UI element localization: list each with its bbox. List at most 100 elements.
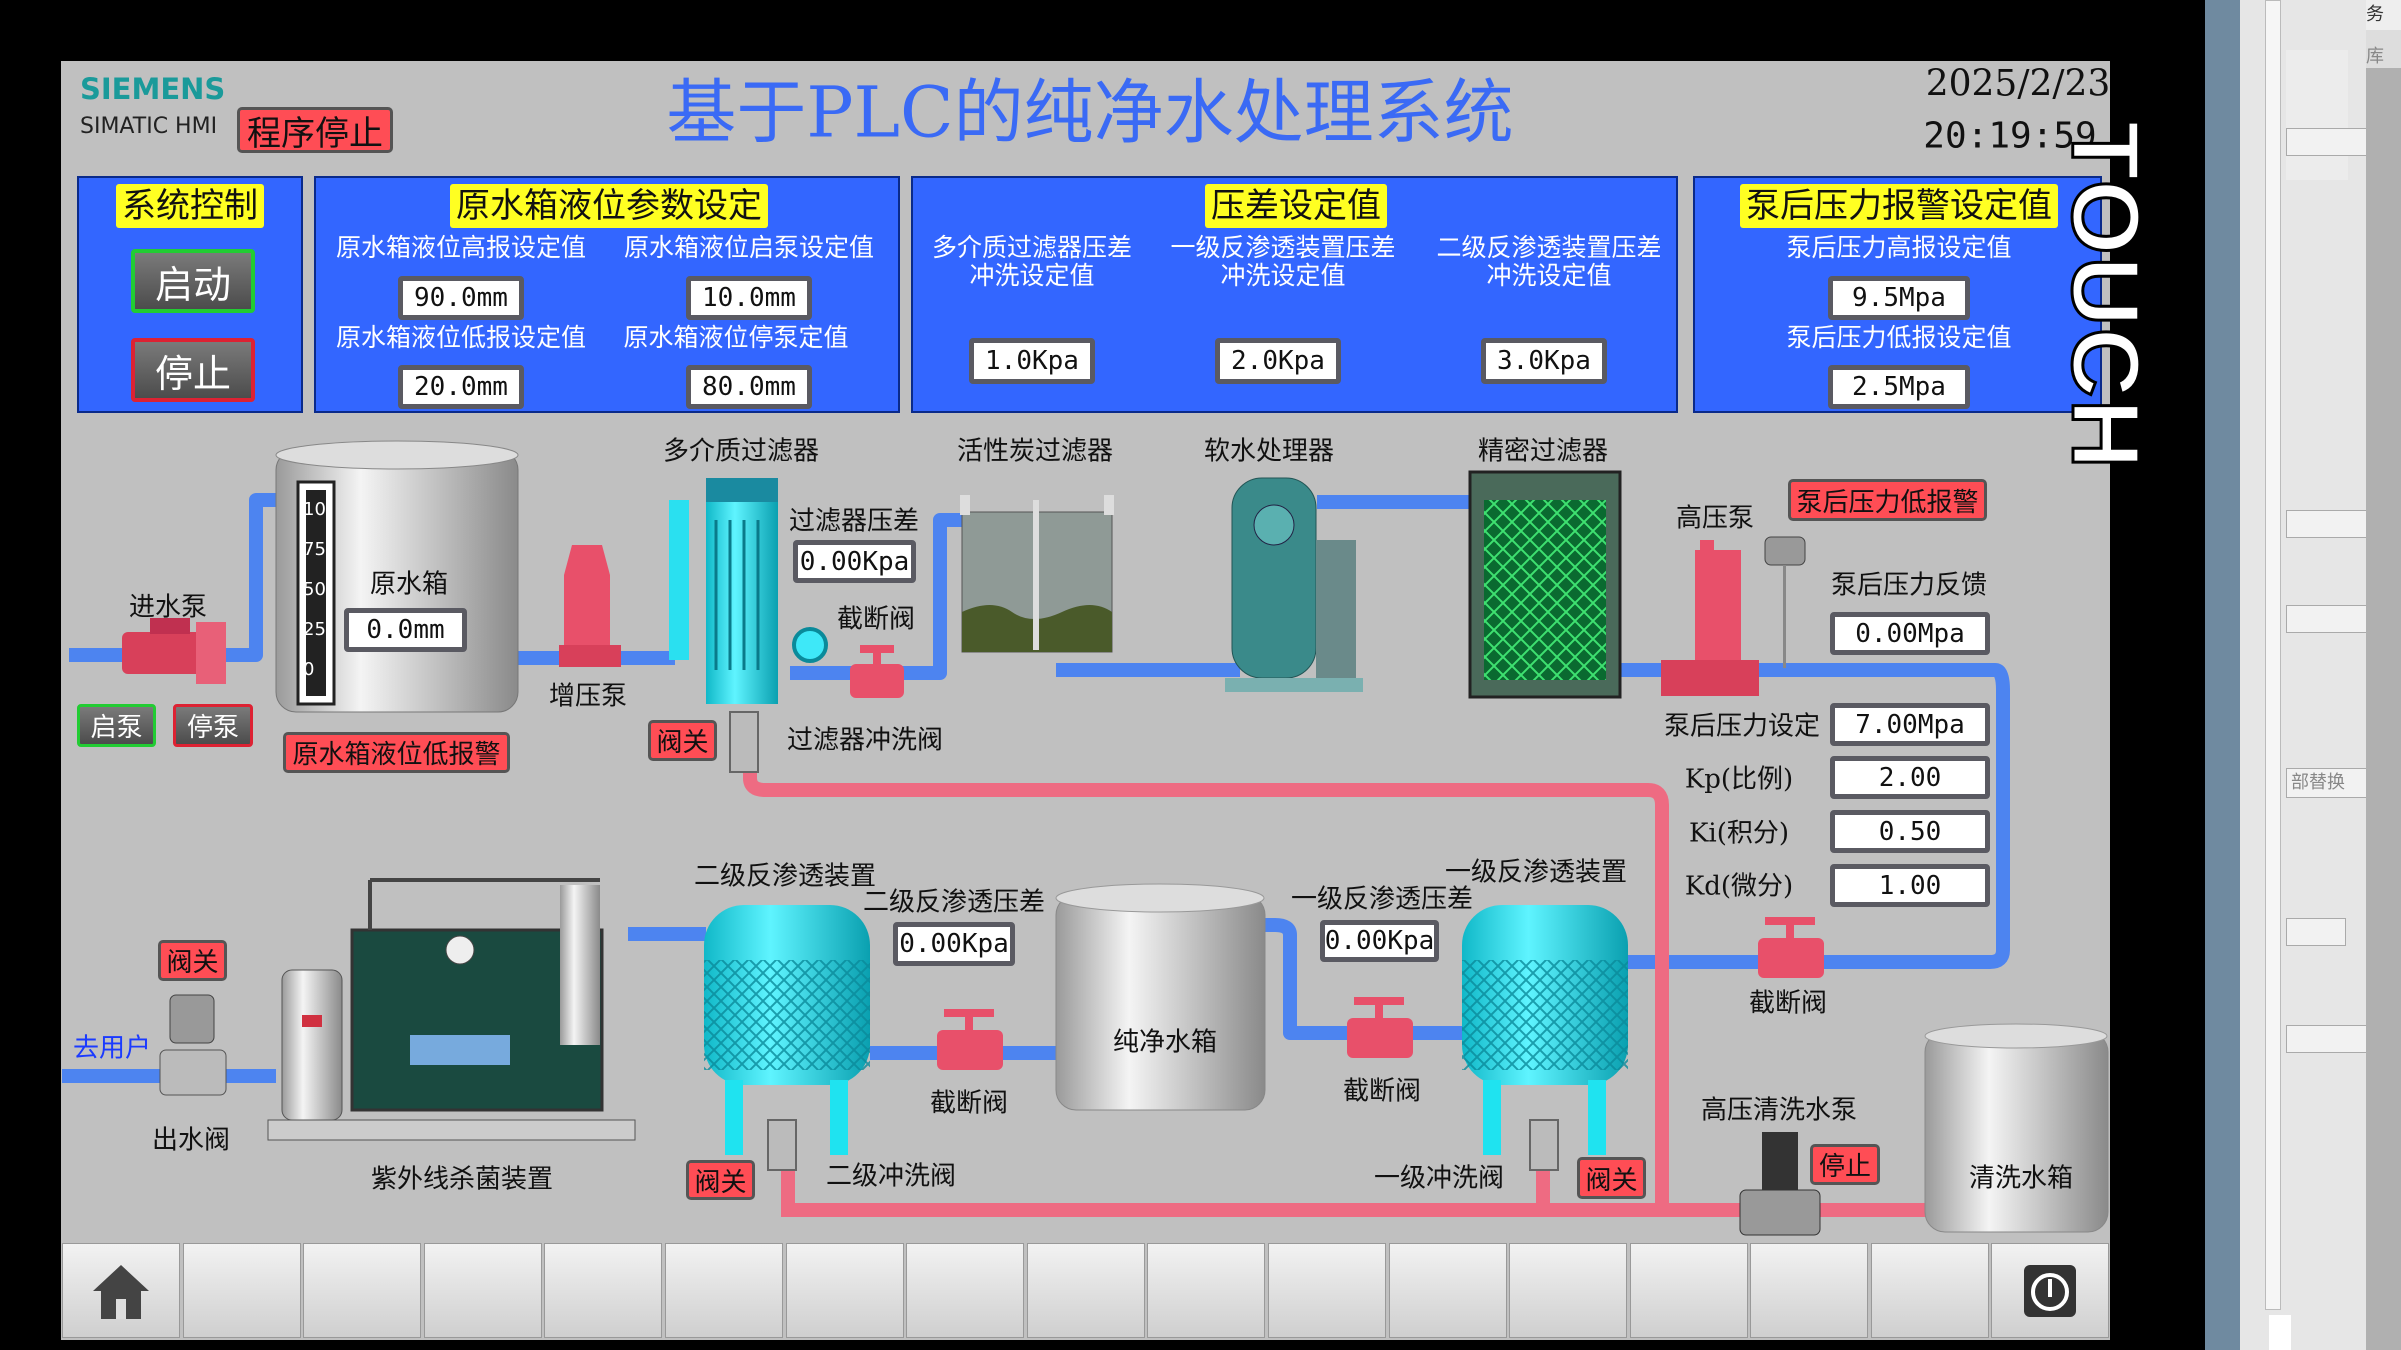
wash-pump-status[interactable]: 停止 [1810,1144,1880,1185]
ro2-dp-display: 0.00Kpa [893,922,1015,966]
low-pressure-label: 泵后压力低报设定值 [1786,323,2012,352]
nav-button[interactable] [1026,1243,1145,1338]
pressure-set-input[interactable]: 7.00Mpa [1830,703,1990,746]
gauge-tick: 0 [303,659,315,680]
stop-pump-button[interactable]: 停泵 [173,704,253,747]
multi-filter-dp-input[interactable]: 1.0Kpa [969,338,1095,384]
raw-tank-low-alarm: 原水箱液位低报警 [283,732,510,773]
nav-button[interactable] [665,1243,783,1338]
pressure-feedback-display: 0.00Mpa [1830,612,1990,655]
shutoff-valve-label: 截断阀 [836,604,916,635]
filter-flush-valve-icon [729,711,759,773]
pump-low-pressure-alarm: 泵后压力低报警 [1788,479,1987,521]
filter-flush-valve-status[interactable]: 阀关 [648,720,717,761]
ro1-flush-valve-icon [1529,1119,1559,1171]
filter-flush-valve-label: 过滤器冲洗阀 [786,725,944,756]
stop-button[interactable]: 停止 [131,338,255,402]
side-tab-tasks[interactable]: 务 [2366,0,2401,30]
ro2-label: 二级反渗透装置 [693,861,877,892]
gauge-tick: 50 [303,579,326,600]
activated-carbon-filter [960,495,1114,653]
wash-pump-label: 高压清洗水泵 [1700,1095,1858,1126]
nav-button[interactable] [1268,1243,1386,1338]
ro1-flush-valve-status[interactable]: 阀关 [1577,1157,1646,1199]
date-display: 2025/2/23 [1925,63,2111,105]
touch-label: TOUCH [2051,120,2161,473]
kd-input[interactable]: 1.00 [1830,864,1990,907]
wash-pump-icon [1739,1132,1821,1236]
dp-label: 冲洗设定值 [1486,261,1612,290]
valve-icon [1347,997,1413,1058]
kp-input[interactable]: 2.00 [1830,756,1990,799]
start-pump-button[interactable]: 启泵 [77,704,156,747]
ro2-flush-valve-icon [767,1119,797,1171]
water-softener [1225,477,1363,692]
scroll-corner [2269,1315,2291,1350]
nav-button[interactable] [544,1243,663,1338]
multi-filter-label: 多介质过滤器 [662,436,820,467]
nav-button[interactable] [785,1243,904,1338]
power-button[interactable] [1991,1243,2109,1338]
ro2-dp-label: 二级反渗透压差 [862,887,1046,918]
hp-pump-loop-pipe [1620,663,2010,969]
nav-button[interactable] [303,1243,422,1338]
ki-input[interactable]: 0.50 [1830,810,1990,853]
valve-icon [937,1009,1003,1070]
ro1-dp-display: 0.00Kpa [1320,920,1439,962]
nav-button[interactable] [182,1243,301,1338]
high-alarm-input[interactable]: 90.0mm [398,276,524,320]
ro1-unit [1462,905,1628,1155]
gauge-tick: 75 [303,539,326,560]
multi-media-filter [669,478,828,704]
ro1-dp-input[interactable]: 2.0Kpa [1215,338,1341,384]
carbon-filter-label: 活性炭过滤器 [956,436,1114,467]
nav-button[interactable] [1147,1243,1266,1338]
nav-button[interactable] [1629,1243,1748,1338]
ro2-flush-valve-status[interactable]: 阀关 [686,1160,755,1200]
uv-sterilizer [267,878,636,1141]
nav-button[interactable] [906,1243,1025,1338]
ro1-dp-label: 一级反渗透压差 [1290,884,1474,915]
side-tab-library[interactable]: 库 [2366,30,2401,68]
pressure-transmitter-icon [1764,536,1806,668]
low-pressure-input[interactable]: 2.5Mpa [1828,365,1970,409]
dropdown[interactable] [2286,50,2348,180]
raw-tank-level-display: 0.0mm [344,608,467,652]
nav-button[interactable] [1509,1243,1628,1338]
high-pressure-label: 泵后压力高报设定值 [1786,233,2012,262]
nav-button[interactable] [1388,1243,1507,1338]
siemens-logo: SIEMENS [80,72,226,106]
touch-frame: TOUCH [2051,61,2205,1350]
start-button[interactable]: 启动 [131,249,255,313]
ro1-to-pure-pipe [1262,918,1462,1040]
pump-stop-label: 原水箱液位停泵定值 [623,323,849,352]
pressure-feedback-label: 泵后压力反馈 [1830,570,1988,601]
panel-title: 压差设定值 [1205,184,1387,228]
home-button[interactable] [62,1243,180,1338]
shutoff-valve-label: 截断阀 [929,1088,1009,1119]
home-icon [93,1264,149,1319]
high-pressure-input[interactable]: 9.5Mpa [1828,276,1970,320]
panel-title: 系统控制 [116,184,264,228]
ro1-label: 一级反渗透装置 [1444,857,1628,888]
editor-side-panel: 部替换 务 库 [2240,0,2401,1350]
pump-start-input[interactable]: 10.0mm [686,276,812,320]
pump-stop-input[interactable]: 80.0mm [686,365,812,409]
dp-label: 冲洗设定值 [969,261,1095,290]
nav-button[interactable] [1750,1243,1869,1338]
wash-water-tank [1924,1023,2109,1233]
high-alarm-label: 原水箱液位高报设定值 [335,233,587,262]
to-user-label: 去用户 [72,1033,152,1064]
scrollbar[interactable] [2265,0,2281,1310]
simatic-hmi-label: SIMATIC HMI [80,114,218,139]
precision-filter [1468,470,1622,699]
outlet-valve-status[interactable]: 阀关 [158,940,227,981]
low-alarm-input[interactable]: 20.0mm [398,365,524,409]
pure-tank-label: 纯净水箱 [1112,1027,1218,1058]
dropdown[interactable] [2286,918,2346,946]
nav-button[interactable] [423,1243,542,1338]
kd-label: Kd(微分) [1684,871,1794,902]
nav-button[interactable] [1871,1243,1989,1338]
softener-label: 软水处理器 [1203,436,1335,467]
ro2-dp-input[interactable]: 3.0Kpa [1481,338,1607,384]
